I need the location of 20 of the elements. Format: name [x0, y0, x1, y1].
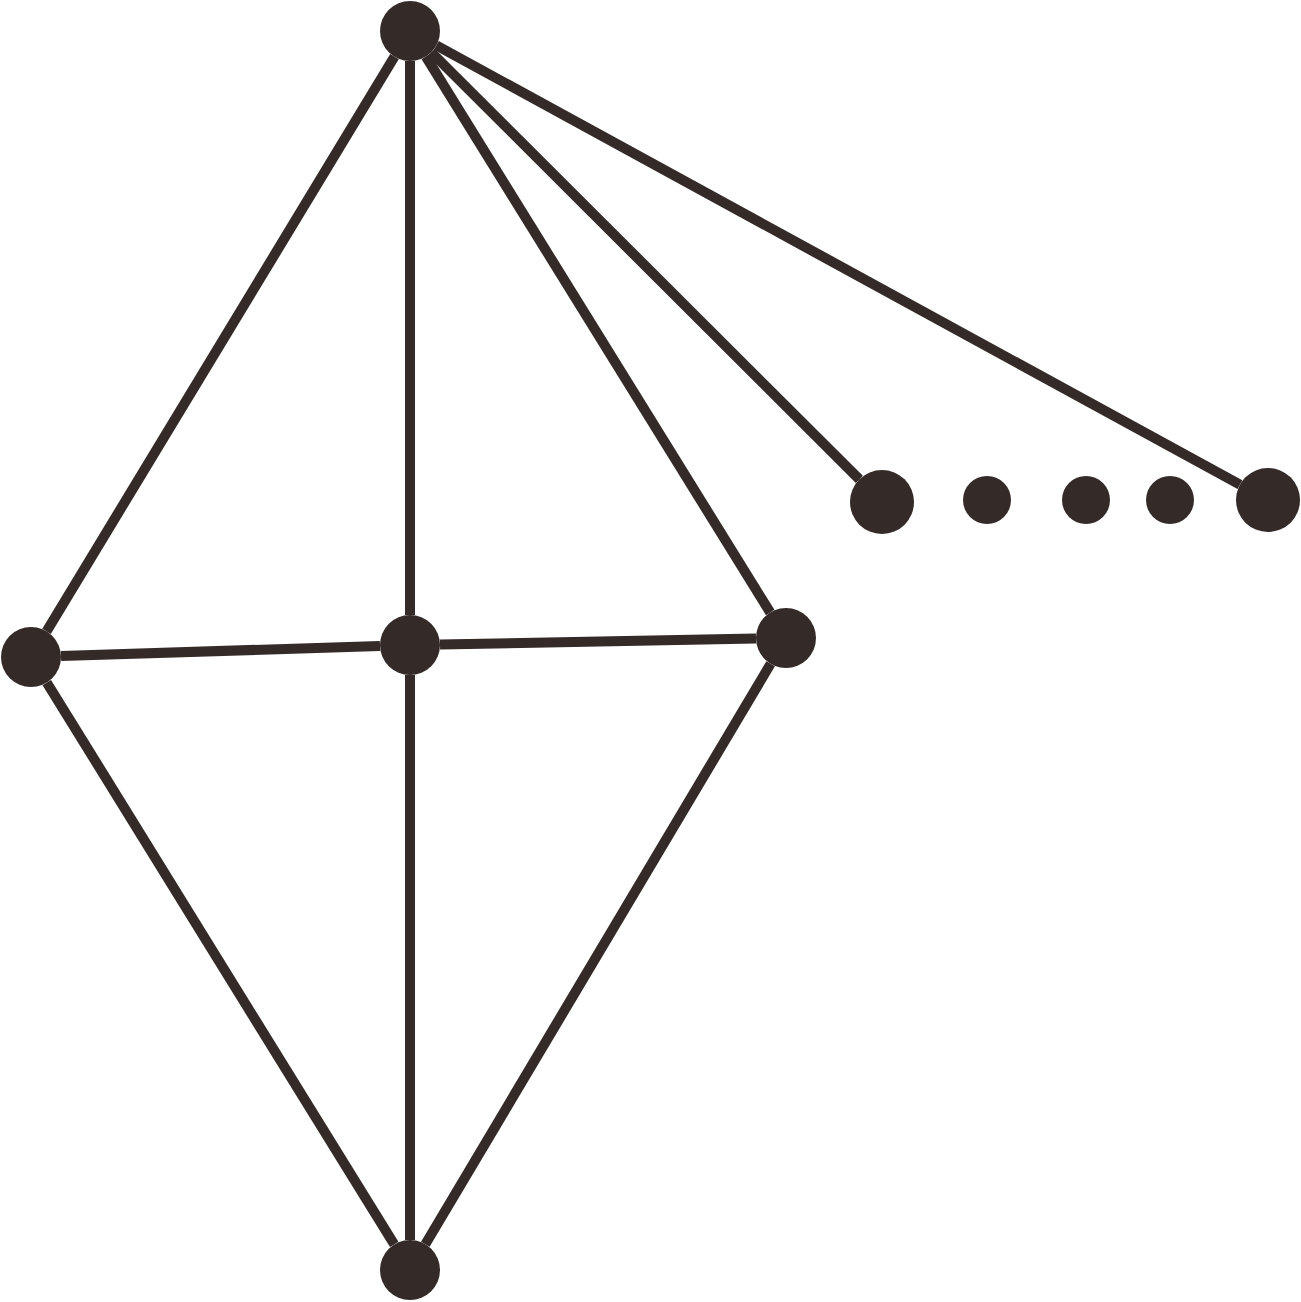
graph-edge: [405, 61, 415, 615]
graph-edge: [433, 41, 1243, 490]
graph-edge: [439, 633, 757, 650]
graph-edge: [421, 661, 775, 1247]
graph-vertex: [850, 470, 914, 534]
graph-vertex: [963, 476, 1011, 524]
graph-vertex: [380, 615, 440, 675]
graph-edge: [60, 640, 381, 662]
graph-vertex: [1146, 476, 1194, 524]
graph-vertex: [1062, 476, 1110, 524]
graph-vertex: [380, 1240, 440, 1300]
graph-vertex: [1, 627, 61, 687]
graph-vertex: [756, 608, 816, 668]
graph-vertex: [380, 1, 440, 61]
graph-vertex: [1236, 468, 1300, 532]
graph-edge: [405, 675, 415, 1240]
graph-edge: [421, 53, 775, 616]
graph-edge: [427, 48, 863, 483]
graph-edge: [42, 679, 399, 1248]
graph-edge: [42, 54, 399, 634]
